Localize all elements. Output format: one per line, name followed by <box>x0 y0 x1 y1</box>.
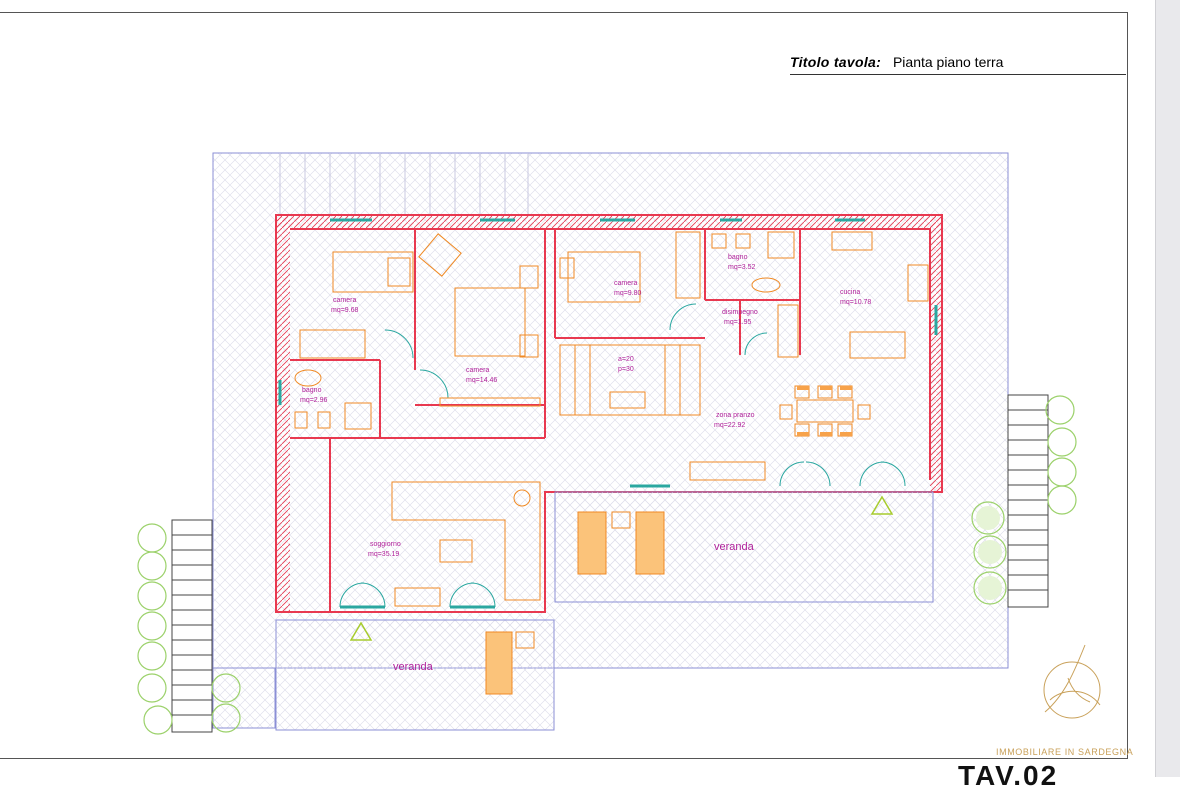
sheet-border <box>0 12 1128 759</box>
room-bagno-2-area: mq=3.52 <box>728 264 756 271</box>
stairs-tread-label: p=30 <box>618 366 634 373</box>
title-block: Titolo tavola: Pianta piano terra <box>790 54 1126 75</box>
doors <box>339 303 906 608</box>
sun-loungers <box>485 511 665 695</box>
outer-walls <box>275 214 943 613</box>
windows <box>278 218 938 609</box>
external-stairs-left <box>171 519 213 733</box>
brand-logo <box>1043 644 1101 719</box>
trees <box>137 395 1077 735</box>
room-labels: camera mq=9.68 camera mq=14.46 camera mq… <box>300 254 871 673</box>
room-camera-3-area: mq=9.80 <box>614 290 642 297</box>
entry-markers <box>349 495 894 641</box>
brand-name: IMMOBILIARE IN SARDEGNA <box>996 747 1134 757</box>
viewer-side-panel <box>1155 0 1180 777</box>
room-camera-1-name: camera <box>333 297 356 304</box>
tree-fill <box>976 506 1002 600</box>
room-camera-2-name: camera <box>466 367 489 374</box>
interior-walls <box>290 229 801 612</box>
external-stairs-right <box>1007 394 1049 608</box>
room-cucina-name: cucina <box>840 289 860 296</box>
room-disimpegno-name: disimpegno <box>722 309 758 316</box>
sheet-code: TAV.02 <box>958 760 1059 791</box>
room-disimpegno-area: mq=1.95 <box>724 319 752 326</box>
room-camera-3-name: camera <box>614 280 637 287</box>
room-camera-1-area: mq=9.68 <box>331 307 359 314</box>
title-value: Pianta piano terra <box>892 54 1004 70</box>
room-soggiorno-name: soggiorno <box>370 541 401 548</box>
room-camera-2-area: mq=14.46 <box>466 377 497 384</box>
furniture <box>294 231 929 607</box>
veranda-right-paving <box>554 491 934 603</box>
room-cucina-area: mq=10.78 <box>840 299 871 306</box>
veranda-right-label: veranda <box>714 541 755 553</box>
stairs-rise-label: a=20 <box>618 356 634 363</box>
room-zona-pranzo-area: mq=22.92 <box>714 422 745 429</box>
dining-chairs <box>797 386 852 436</box>
room-bagno-1-name: bagno <box>302 387 322 394</box>
room-bagno-2-name: bagno <box>728 254 748 261</box>
room-soggiorno-area: mq=35.19 <box>368 551 399 558</box>
room-zona-pranzo-name: zona pranzo <box>716 412 755 419</box>
veranda-bottom-label: veranda <box>393 661 434 673</box>
title-label: Titolo tavola: <box>790 54 882 70</box>
room-bagno-1-area: mq=2.96 <box>300 397 328 404</box>
